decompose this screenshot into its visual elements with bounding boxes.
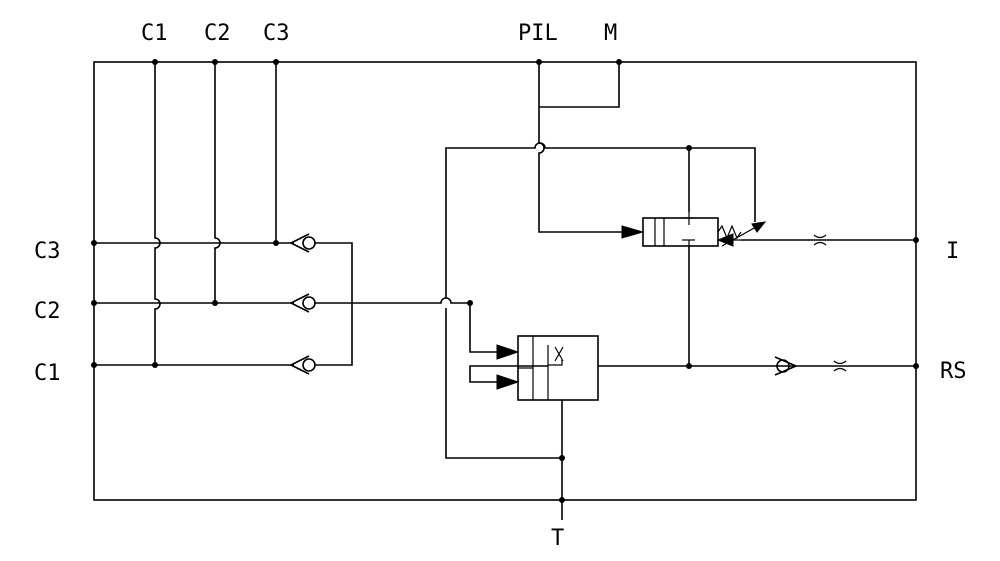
arrow-logic-bottom <box>496 374 520 390</box>
manifold-boundary <box>93 61 917 501</box>
logic-valve <box>517 335 599 401</box>
line-c2-vertical <box>214 62 221 303</box>
port-label-m: M <box>604 21 617 46</box>
line-c2-into-logic-top <box>469 303 497 353</box>
port-label-rs: RS <box>940 359 967 384</box>
check-valve-rs <box>774 356 799 376</box>
port-label-t: T <box>551 526 564 551</box>
line-pil <box>538 62 622 233</box>
junction-dots <box>91 59 919 503</box>
check-valve-c1 <box>289 355 316 375</box>
check-valve-c2 <box>289 293 316 313</box>
check-valve-collector <box>315 242 353 366</box>
port-label-c2-top: C2 <box>204 21 231 46</box>
orifice-i <box>813 234 827 246</box>
port-label-i: I <box>946 239 959 264</box>
pilot-relief-valve <box>621 212 767 247</box>
check-valve-c3 <box>289 233 316 253</box>
port-label-c1-top: C1 <box>141 21 168 46</box>
tank-return-lower <box>445 308 562 459</box>
tank-return-loop <box>445 142 756 298</box>
port-label-c1-left: C1 <box>34 361 61 386</box>
port-label-pil: PIL <box>518 21 558 46</box>
arrow-logic-top <box>496 344 520 360</box>
line-m <box>539 62 620 108</box>
port-label-c3-top: C3 <box>263 21 290 46</box>
line-logic-bottom-loop <box>469 365 548 383</box>
port-label-c3-left: C3 <box>34 239 61 264</box>
port-label-c2-left: C2 <box>34 299 61 324</box>
line-c1-vertical <box>154 62 161 365</box>
line-c2-to-logic-valve <box>315 297 470 304</box>
orifice-rs <box>833 360 847 372</box>
